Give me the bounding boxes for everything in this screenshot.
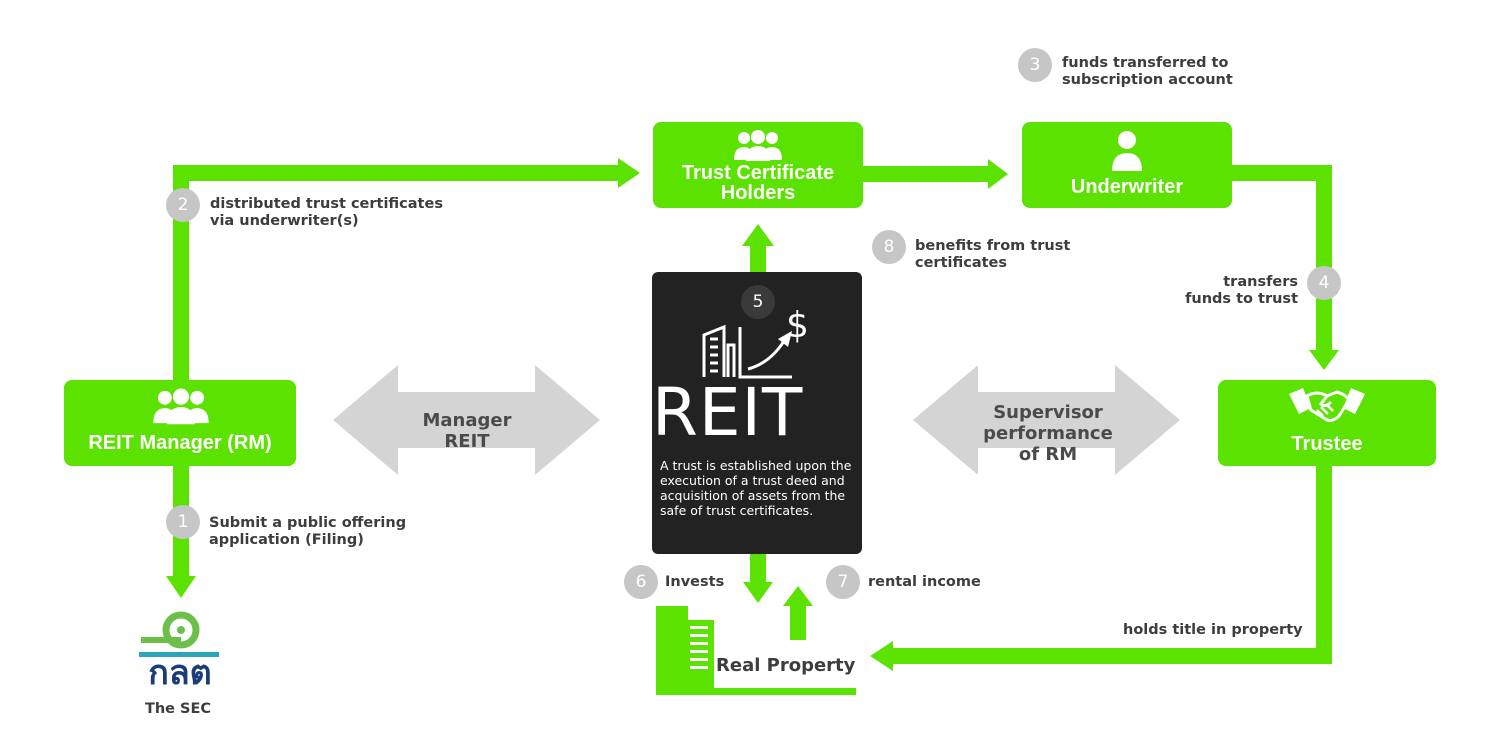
sec-logo (139, 611, 219, 657)
step-badge-2: 2 (166, 188, 200, 222)
arrow-underwriter-to-trustee-head (1309, 350, 1339, 370)
arrow-trustee-to-property (890, 465, 1332, 664)
reit-manager-label: REIT Manager (RM) (88, 432, 272, 454)
step-note-6: Invests (665, 574, 725, 590)
reit-title: REIT (652, 374, 804, 451)
step-note-2-line2: via underwriter(s) (210, 213, 359, 229)
step-note-4: transfers funds to trust (1160, 274, 1298, 308)
step-note-2: distributed trust certificates via under… (210, 196, 443, 230)
sec-logo-text: กลต (148, 653, 212, 693)
step-note-3-line1: funds transferred to (1062, 55, 1229, 71)
step-badge-8: 8 (872, 230, 906, 264)
holders-label-line2: Holders (720, 182, 796, 204)
step-note-1: Submit a public offering application (Fi… (209, 515, 406, 549)
step-note-3-line2: subscription account (1062, 72, 1233, 88)
double-arrow-supervisor (913, 365, 1180, 475)
underwriter-box[interactable]: Underwriter (1022, 122, 1232, 208)
double-arrow-manager (333, 365, 600, 475)
reit-description: A trust is established upon the executio… (660, 458, 852, 518)
manager-reit-label: Manager REIT (422, 410, 512, 452)
trust-certificate-holders-box[interactable]: Trust Certificate Holders (653, 122, 863, 208)
real-property-label: Real Property (716, 655, 856, 676)
reit-box[interactable] (652, 272, 862, 554)
group-icon (153, 388, 209, 425)
supervisor-label: Supervisor performance of RM (930, 402, 1166, 465)
step-note-8-line2: certificates (915, 255, 1008, 271)
holds-title-note: holds title in property (1123, 622, 1303, 638)
step-note-7: rental income (868, 574, 981, 590)
step-badge-5: 5 (741, 285, 775, 319)
sec-label: The SEC (144, 701, 212, 717)
reit-manager-box[interactable]: REIT Manager (RM) (64, 380, 296, 466)
building-icon (656, 606, 856, 695)
arrow-holders-to-underwriter-head (988, 159, 1008, 189)
arrow-underwriter-to-trustee (1231, 165, 1332, 352)
trustee-label: Trustee (1291, 433, 1363, 455)
arrow-rm-to-holders-head (618, 158, 640, 188)
supervisor-label-line2: of RM (1018, 444, 1078, 465)
step-badge-3: 3 (1018, 48, 1052, 82)
supervisor-label-line1: Supervisor performance (983, 402, 1113, 444)
step-note-4-line2: funds to trust (1185, 291, 1298, 307)
step-note-4-line1: transfers (1223, 274, 1298, 290)
step-note-1-line2: application (Filing) (209, 532, 364, 548)
step-note-2-line1: distributed trust certificates (210, 196, 443, 212)
step-badge-4: 4 (1307, 266, 1341, 300)
underwriter-label: Underwriter (1070, 176, 1184, 198)
step-note-1-line1: Submit a public offering (209, 515, 407, 531)
group-icon (734, 130, 782, 161)
arrow-rm-to-sec-head (166, 576, 196, 598)
step-badge-7: 7 (826, 565, 860, 599)
arrow-rm-to-holders (173, 165, 622, 380)
step-note-8-line1: benefits from trust (915, 238, 1071, 254)
arrow-trustee-to-property-head (870, 641, 893, 671)
arrow-reit-to-property-head (743, 582, 773, 603)
holders-label-line1: Trust Certificate (681, 162, 835, 184)
person-icon (1112, 131, 1142, 171)
step-badge-1: 1 (166, 505, 200, 539)
step-badge-6: 6 (624, 565, 658, 599)
svg-text:$: $ (786, 305, 809, 346)
step-note-3: funds transferred to subscription accoun… (1062, 55, 1233, 89)
handshake-icon (1289, 388, 1365, 422)
building-growth-dollar-icon: $ (702, 305, 809, 379)
step-note-8: benefits from trust certificates (915, 238, 1070, 272)
arrow-reit-to-holders-head (742, 224, 774, 246)
arrow-property-to-reit-head (783, 586, 813, 606)
trustee-box[interactable]: Trustee (1218, 380, 1436, 466)
